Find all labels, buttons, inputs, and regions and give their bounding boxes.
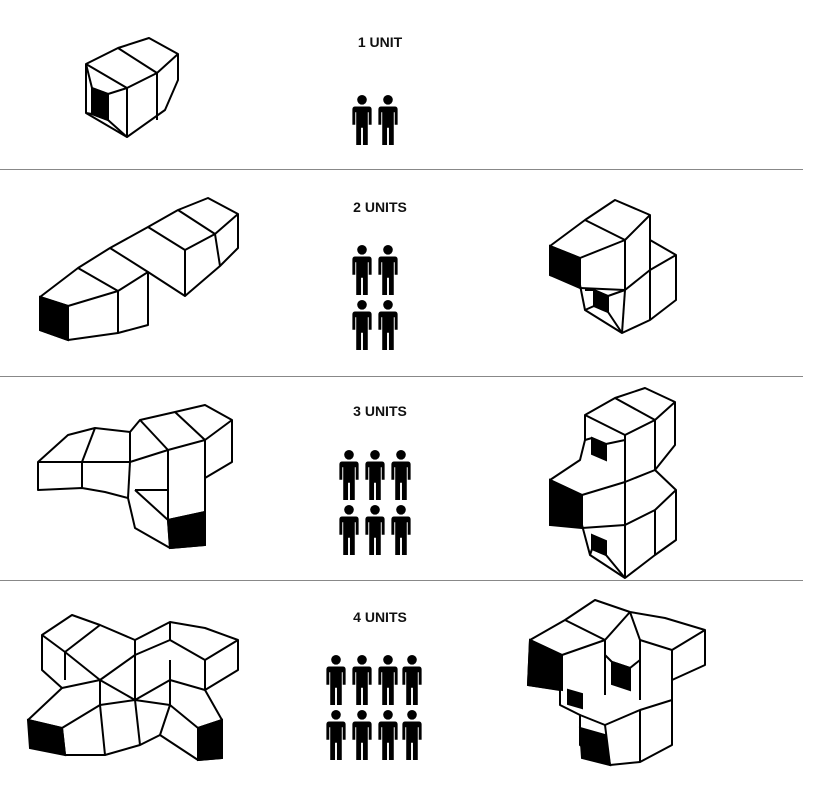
module-2-units-stacked — [549, 199, 677, 334]
person-icon — [352, 245, 372, 295]
person-icon — [352, 300, 372, 350]
module-4-units-cluster — [526, 599, 706, 767]
row-divider — [0, 169, 803, 170]
person-icon — [365, 505, 385, 555]
person-icon — [326, 655, 346, 705]
people-group-row-4 — [326, 655, 422, 760]
row-divider — [0, 580, 803, 581]
module-4-units-cross — [26, 614, 239, 762]
person-icon — [339, 450, 359, 500]
people-group-row-1 — [352, 95, 398, 145]
module-3-units-tower — [549, 387, 677, 579]
person-icon — [402, 655, 422, 705]
row-divider — [0, 376, 803, 377]
people-group-row-3 — [339, 450, 411, 555]
person-icon — [378, 300, 398, 350]
person-icon — [378, 245, 398, 295]
people-group-row-2 — [352, 245, 398, 350]
person-icon — [378, 710, 398, 760]
person-icon — [339, 505, 359, 555]
person-icon — [391, 505, 411, 555]
person-icon — [402, 710, 422, 760]
module-2-units-linear — [39, 197, 239, 342]
row-label-1-unit: 1 UNIT — [357, 34, 403, 50]
person-icon — [378, 655, 398, 705]
person-icon — [391, 450, 411, 500]
row-label-3-units: 3 UNITS — [353, 403, 407, 419]
module-1-unit — [85, 37, 179, 138]
row-label-4-units: 4 UNITS — [353, 609, 407, 625]
person-icon — [352, 95, 372, 145]
module-3-units-l — [37, 404, 233, 550]
person-icon — [326, 710, 346, 760]
person-icon — [365, 450, 385, 500]
person-icon — [352, 710, 372, 760]
person-icon — [378, 95, 398, 145]
row-label-2-units: 2 UNITS — [353, 199, 407, 215]
person-icon — [352, 655, 372, 705]
